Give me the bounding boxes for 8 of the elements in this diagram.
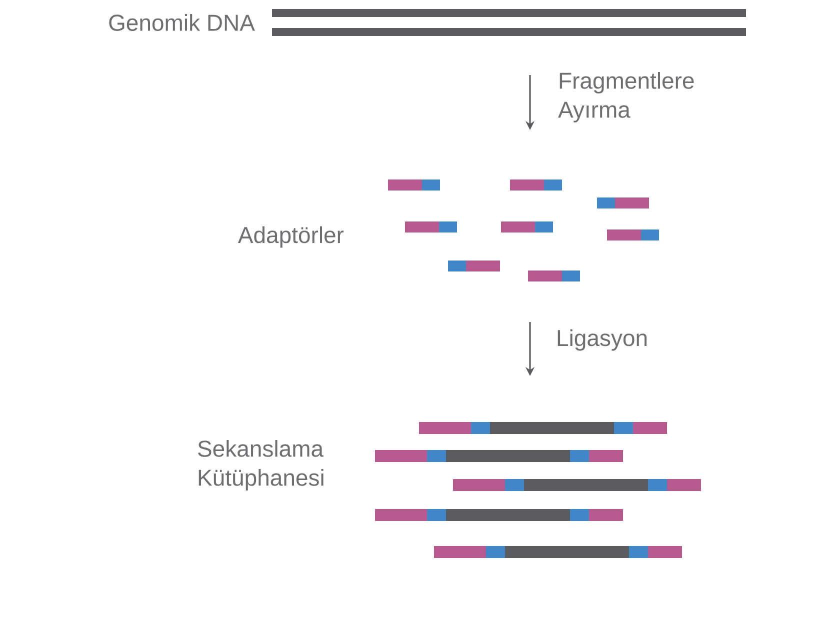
edge-label: Fragmentlere Ayırma <box>558 72 694 122</box>
adapter-drawing <box>388 180 659 282</box>
stage-label: Adaptörler <box>238 226 344 248</box>
stage-label: Genomik DNA <box>109 14 255 31</box>
edge-label: Ligasyon <box>558 329 647 351</box>
dna-drawing <box>272 9 746 36</box>
library-drawing <box>375 422 701 558</box>
stage-label: Sekanslama Kütüphanesi <box>198 440 324 490</box>
